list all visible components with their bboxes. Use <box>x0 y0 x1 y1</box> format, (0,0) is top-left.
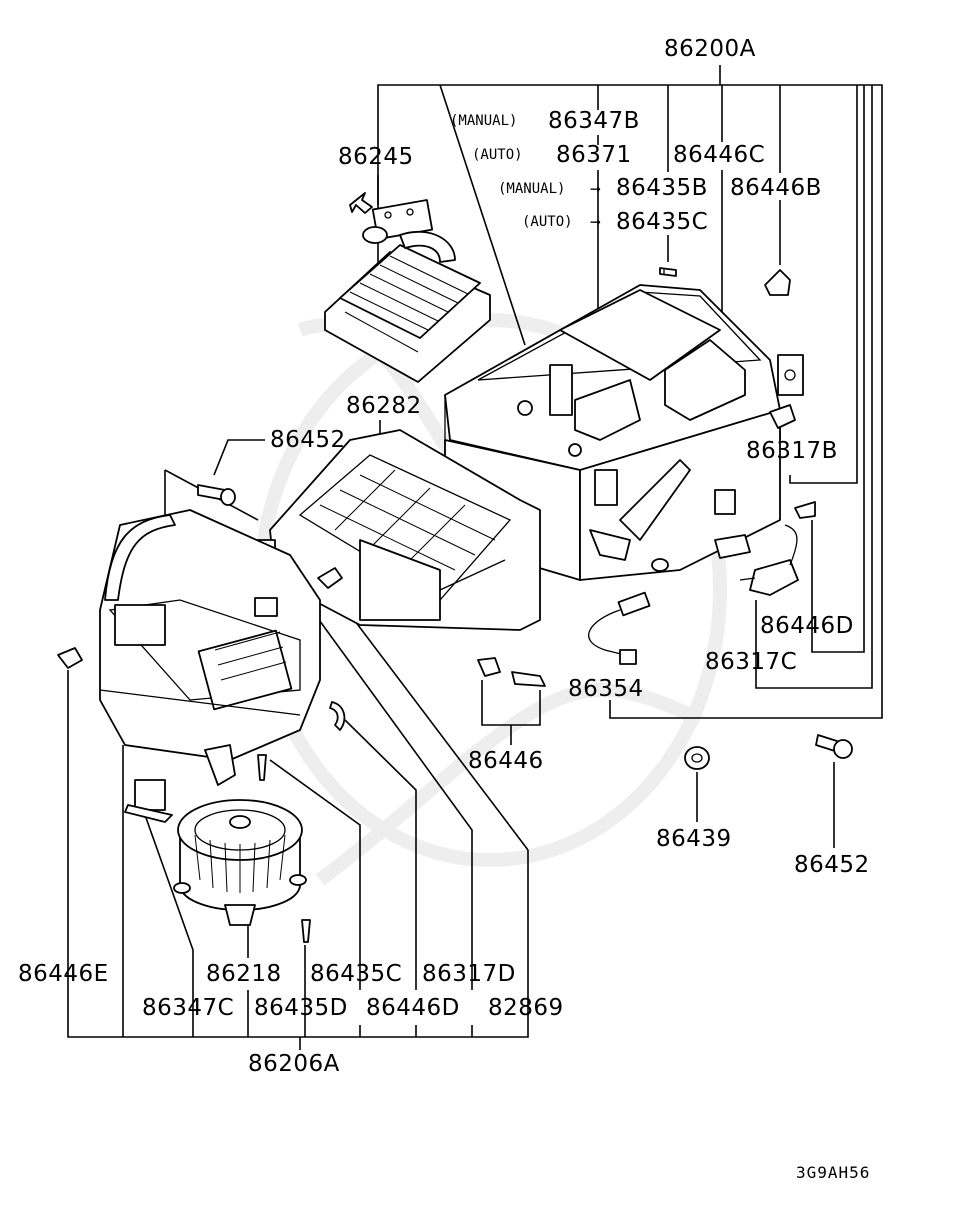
label-86200a: 86200A <box>664 36 756 62</box>
lower-housing <box>99 509 321 786</box>
arrow-manual: → <box>590 178 601 199</box>
label-auto-2: (AUTO) <box>522 214 573 230</box>
label-86446d-bottom: 86446D <box>366 995 460 1021</box>
label-86435d: 86435D <box>254 995 348 1021</box>
label-86446e: 86446E <box>18 961 109 987</box>
label-86452-left: 86452 <box>270 427 346 453</box>
evaporator-core <box>324 192 491 383</box>
small-parts-top-right <box>659 267 816 596</box>
blower-motor <box>173 799 307 926</box>
arrow-auto: → <box>590 211 601 232</box>
misc-fasteners <box>57 484 853 943</box>
label-86347c: 86347C <box>142 995 235 1021</box>
label-82869: 82869 <box>488 995 564 1021</box>
label-86452-right: 86452 <box>794 852 870 878</box>
label-86446c: 86446C <box>673 142 766 168</box>
label-86371: 86371 <box>556 142 632 168</box>
leader-lines <box>67 65 883 1050</box>
label-86446b: 86446B <box>730 175 822 201</box>
label-86317b: 86317B <box>746 438 838 464</box>
label-86446-mid: 86446 <box>468 748 544 774</box>
label-86435c-bottom: 86435C <box>310 961 403 987</box>
label-86435b: 86435B <box>616 175 708 201</box>
label-manual-2: (MANUAL) <box>498 181 566 197</box>
label-86439: 86439 <box>656 826 732 852</box>
label-86317c: 86317C <box>705 649 798 675</box>
label-manual-1: (MANUAL) <box>450 113 518 129</box>
label-auto-1: (AUTO) <box>472 147 523 163</box>
label-86206a: 86206A <box>248 1051 340 1077</box>
label-86282: 86282 <box>346 393 422 419</box>
diagram-code: 3G9AH56 <box>796 1163 871 1182</box>
label-86218: 86218 <box>206 961 282 987</box>
label-86317d: 86317D <box>422 961 516 987</box>
label-86245: 86245 <box>338 144 414 170</box>
label-86446d-right: 86446D <box>760 613 854 639</box>
label-86347b: 86347B <box>548 108 640 134</box>
label-86435c-top: 86435C <box>616 209 709 235</box>
label-86354: 86354 <box>568 676 644 702</box>
